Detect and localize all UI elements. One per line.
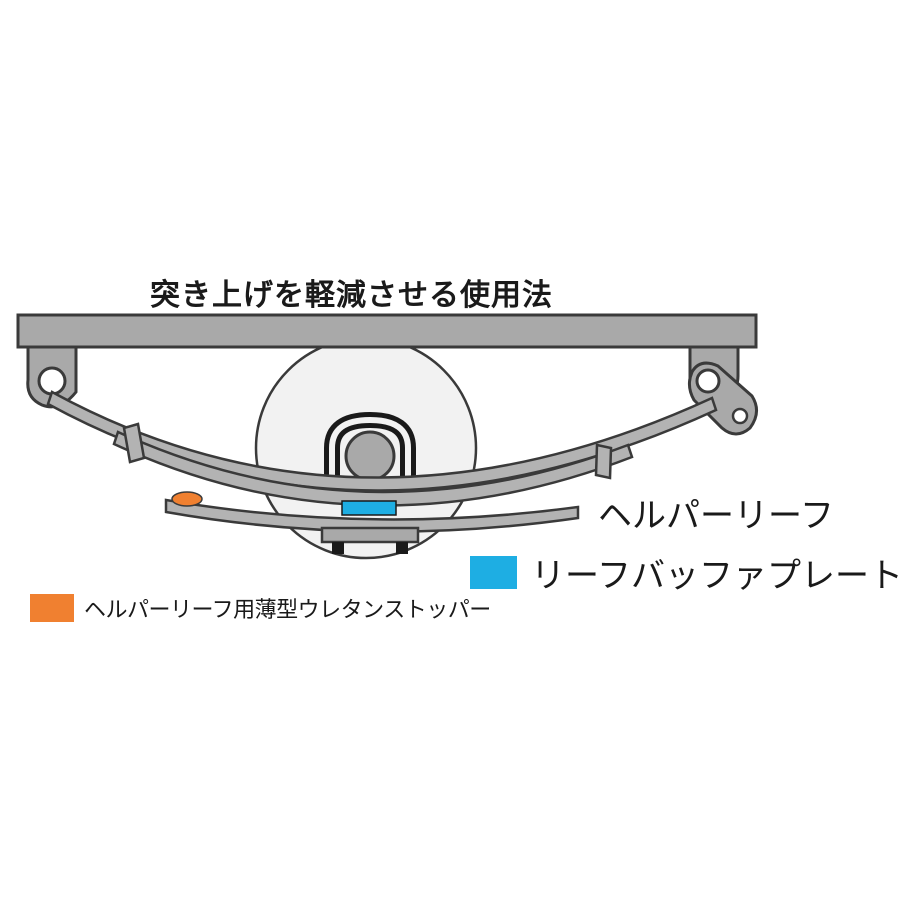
legend-label-urethane-stopper: ヘルパーリーフ用薄型ウレタンストッパー [84, 598, 491, 623]
u-bolt-nut-left [332, 542, 344, 554]
frame-rail [16, 313, 758, 349]
leaf-buffer-plate [341, 500, 397, 516]
helper-leaf-label: ヘルパーリーフ [598, 496, 834, 536]
cyan-square-icon [470, 556, 517, 589]
legend-item-urethane-stopper: ヘルパーリーフ用薄型ウレタンストッパー [30, 592, 491, 624]
diagram-title: 突き上げを軽減させる使用法 [150, 278, 553, 313]
u-bolt-nut-right [396, 542, 408, 554]
urethane-stopper [171, 491, 203, 507]
u-bolt-highlight [329, 416, 411, 495]
helper-leaf [164, 498, 580, 533]
front-eye-bolt [37, 366, 67, 396]
leaf-clip-front [122, 422, 146, 464]
axle-tube [344, 430, 396, 482]
rear-eye-bolt-upper [695, 368, 721, 394]
leaf-clip-rear [594, 443, 613, 480]
rear-eye-bolt-lower [731, 407, 749, 425]
orange-square-icon [30, 594, 74, 622]
main-leaf-lower [112, 430, 634, 507]
legend-label-buffer-plate: リーフバッファプレート [531, 556, 900, 596]
bottom-clamp-plate [320, 526, 420, 544]
legend-item-buffer-plate: リーフバッファプレート [470, 548, 900, 597]
